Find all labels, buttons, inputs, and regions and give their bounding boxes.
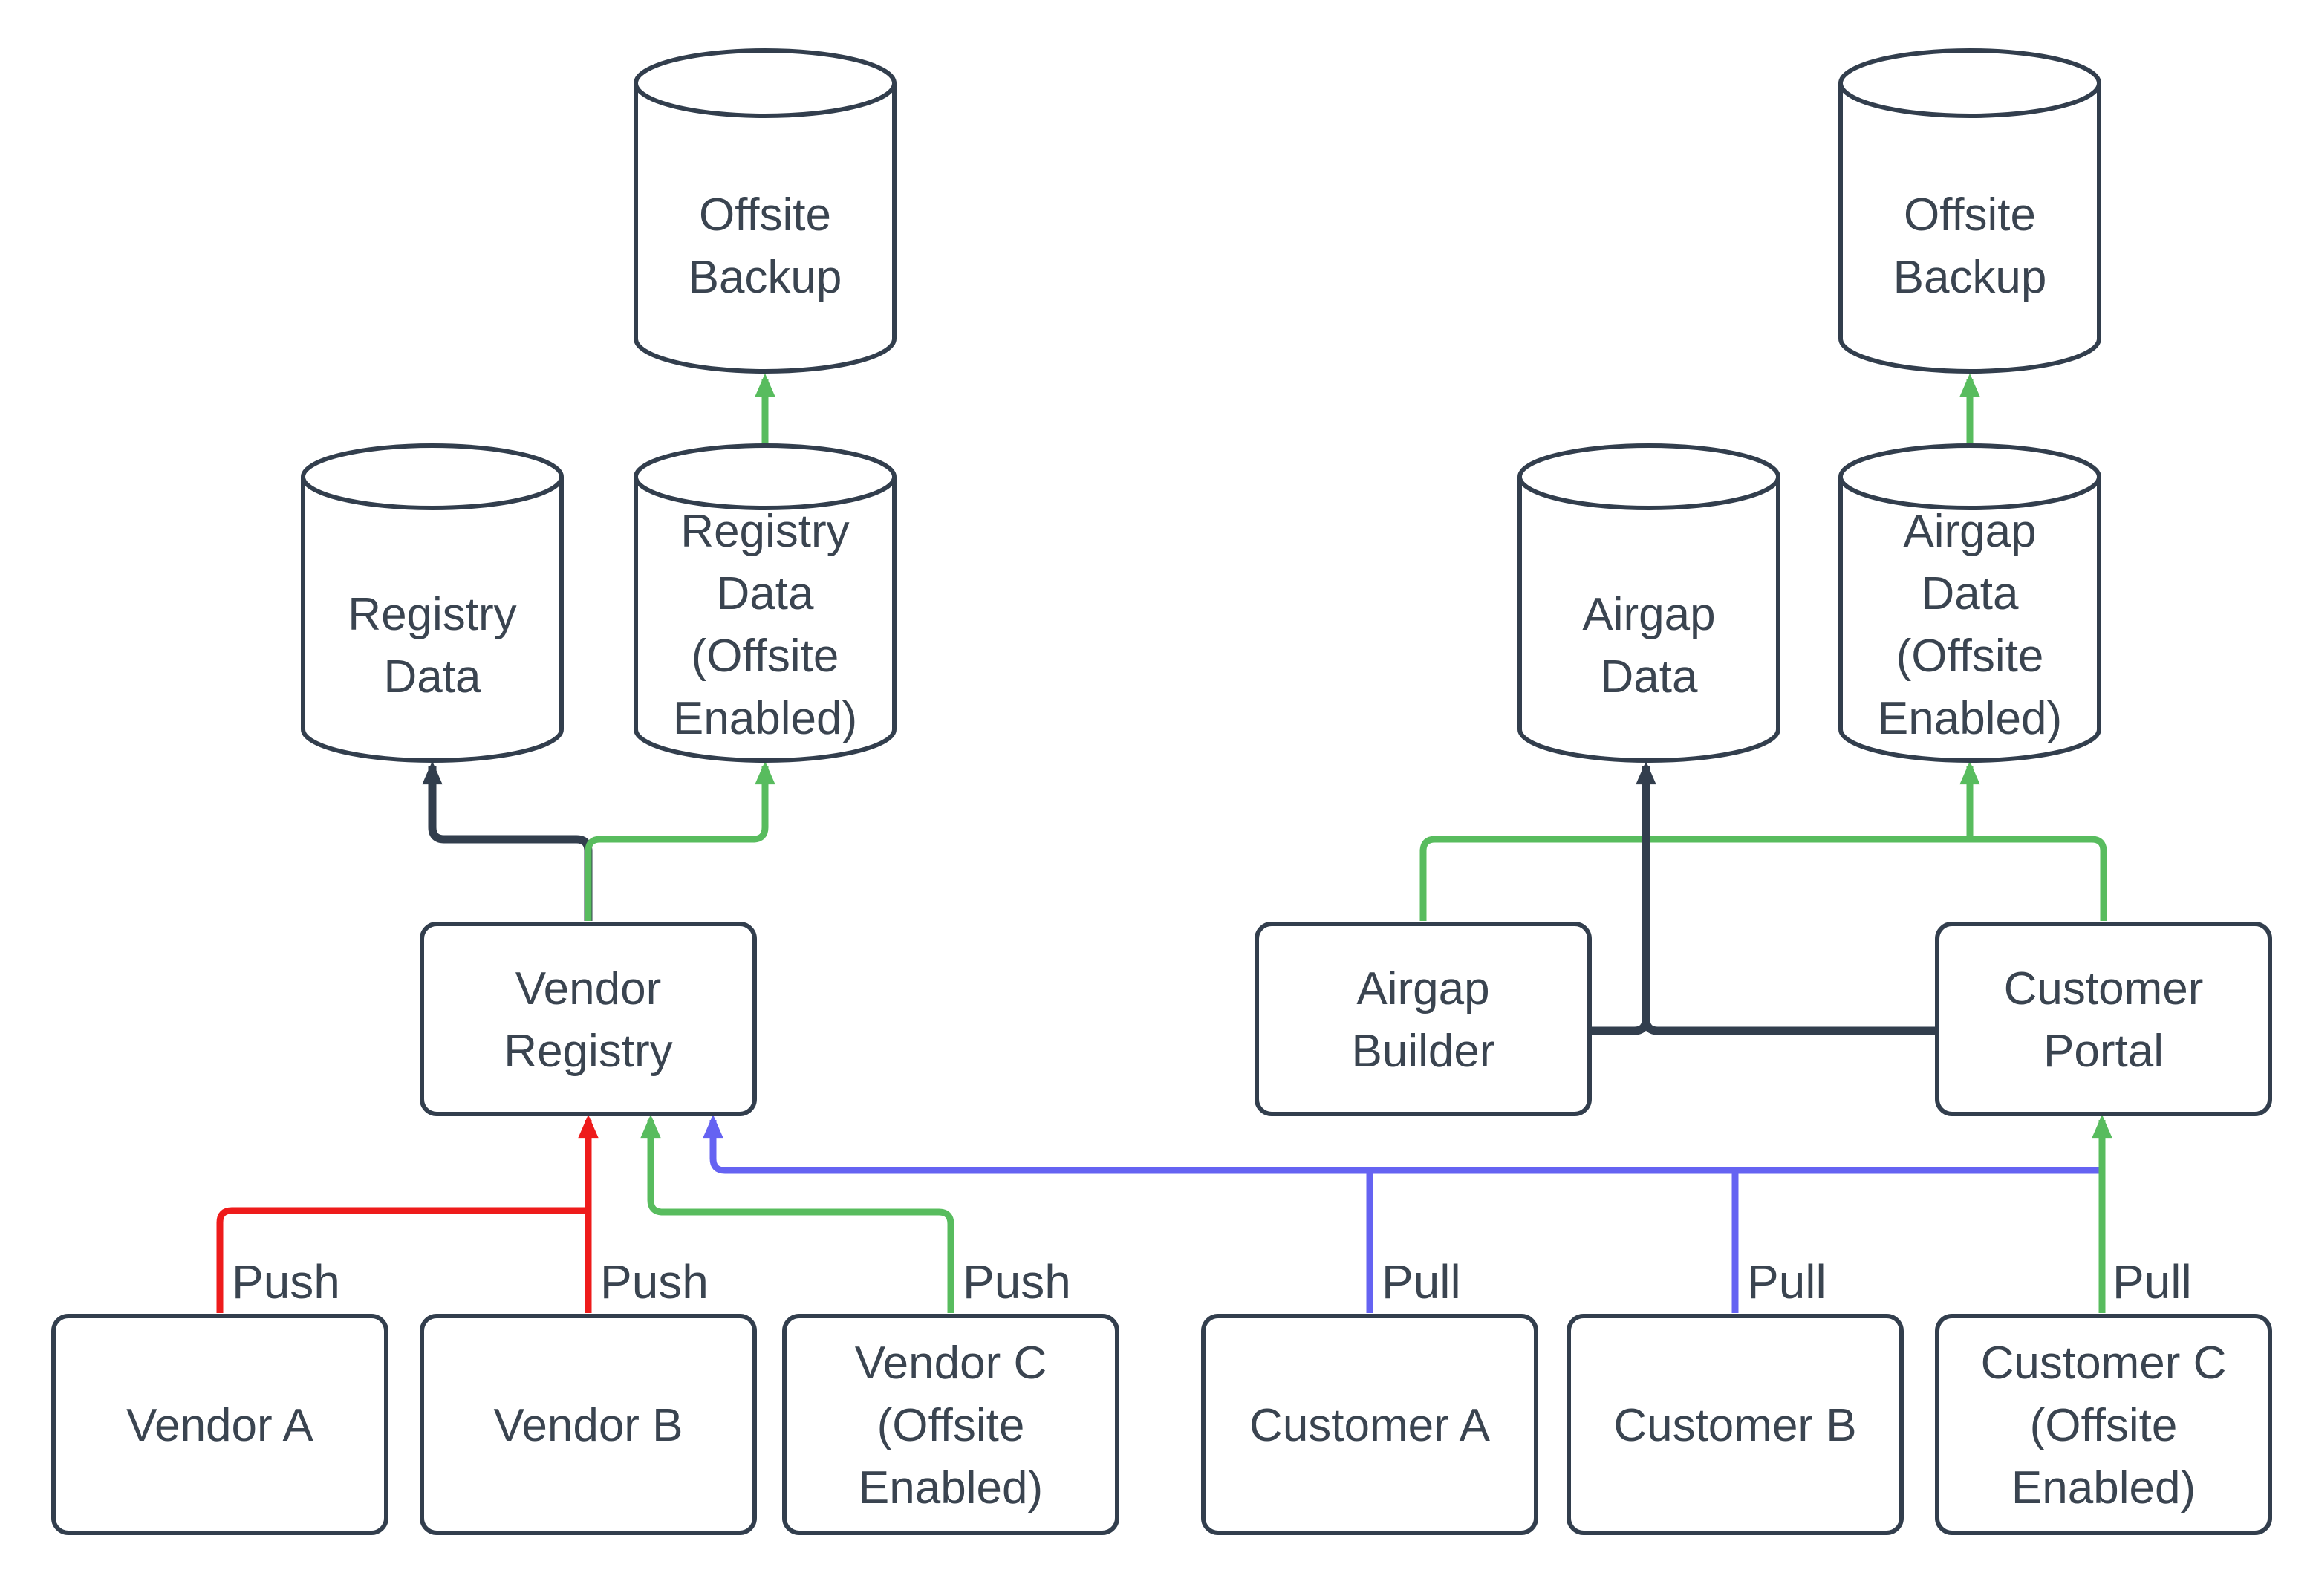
box-shape (420, 1314, 757, 1535)
node-label-line: Enabled) (673, 693, 857, 744)
cylinder-top (1838, 48, 2101, 118)
edge-group-push-red (216, 1114, 599, 1313)
node-label-line: Vendor B (493, 1400, 683, 1451)
node-label-line: (Offsite (692, 631, 839, 682)
node-label-line: Registry (504, 1026, 672, 1077)
cylinder-top (634, 48, 897, 118)
node-label-line: Offsite (1904, 189, 2036, 241)
edge-push-vendor-a (216, 1207, 585, 1313)
node-label-line: Backup (1893, 252, 2047, 303)
node-offsite-backup-left: Offsite Backup (634, 48, 897, 374)
node-label-line: Customer (2004, 963, 2204, 1014)
edge-group-internal-dark (1590, 760, 1937, 1035)
node-vendor-b: Vendor B (420, 1314, 757, 1535)
node-label-line: (Offsite (877, 1400, 1025, 1451)
box-shape (782, 1314, 1119, 1535)
edge-push-vendor-c (640, 1114, 954, 1313)
node-label-line: Vendor (515, 963, 662, 1014)
node-registry-data: Registry Data (301, 443, 564, 763)
node-label-line: Registry (680, 506, 849, 557)
cylinder-shape (301, 477, 564, 763)
edge-labels: Push Push Push Pull Pull Pull (232, 1255, 2192, 1309)
node-label-line: Data (1601, 651, 1698, 703)
box-shape (1255, 922, 1592, 1116)
cylinder-top (301, 443, 564, 510)
node-label-line: Vendor A (126, 1400, 313, 1451)
edge-group-pull (703, 1114, 2099, 1313)
node-airgap-builder: Airgap Builder (1255, 922, 1592, 1116)
box-shape (1567, 1314, 1904, 1535)
node-label-line: Data (717, 568, 814, 619)
node-label-line: Builder (1352, 1026, 1495, 1077)
edge-pull-main-to-vendor-registry (703, 1114, 2099, 1174)
node-label-line: Customer B (1613, 1400, 1856, 1451)
node-label-line: Backup (689, 252, 842, 303)
box-shape (1935, 922, 2272, 1116)
node-customer-a: Customer A (1201, 1314, 1538, 1535)
edge-label-pull-a: Pull (1382, 1255, 1461, 1309)
box-shape (1201, 1314, 1538, 1535)
cylinder-shape (634, 477, 897, 763)
edge-registry-to-registry-data-offsite (585, 760, 775, 921)
node-label-line: Enabled) (2011, 1462, 2196, 1514)
node-label-line: Airgap (1903, 506, 2036, 557)
node-label-line: (Offsite (1896, 631, 2044, 682)
edge-label-pull-b: Pull (1747, 1255, 1826, 1309)
cylinder-top (634, 443, 897, 510)
node-label-line: Airgap (1356, 963, 1489, 1014)
node-label-line: Customer C (1981, 1338, 2227, 1389)
node-registry-data-offsite: Registry Data (Offsite Enabled) (634, 443, 897, 763)
node-airgap-data-offsite: Airgap Data (Offsite Enabled) (1838, 443, 2101, 763)
node-vendor-registry: Vendor Registry (420, 922, 757, 1116)
node-label-line: Portal (2043, 1026, 2164, 1077)
edge-portal-builder-green-link (1419, 836, 2107, 921)
node-label-line: Offsite (699, 189, 831, 241)
node-vendor-a: Vendor A (51, 1314, 388, 1535)
node-label-line: Enabled) (859, 1462, 1043, 1514)
box-shape (420, 922, 757, 1116)
edge-registry-to-registry-data (422, 760, 593, 921)
node-offsite-backup-right: Offsite Backup (1838, 48, 2101, 374)
node-customer-c: Customer C (Offsite Enabled) (1935, 1314, 2272, 1535)
node-label-line: Data (1922, 568, 2019, 619)
cylinder-shape (634, 83, 897, 374)
edge-label-push-b: Push (600, 1255, 709, 1309)
node-label-line: Registry (348, 589, 516, 640)
edge-builder-portal-link (1642, 1018, 1937, 1035)
cylinder-shape (1838, 477, 2101, 763)
node-airgap-data: Airgap Data (1517, 443, 1780, 763)
node-label-line: Enabled) (1878, 693, 2062, 744)
node-vendor-c: Vendor C (Offsite Enabled) (782, 1314, 1119, 1535)
node-label-line: Airgap (1582, 589, 1715, 640)
node-customer-b: Customer B (1567, 1314, 1904, 1535)
node-label-line: (Offsite (2030, 1400, 2178, 1451)
edge-label-push-c: Push (963, 1255, 1071, 1309)
edge-label-pull-c: Pull (2112, 1255, 2192, 1309)
node-customer-portal: Customer Portal (1935, 922, 2272, 1116)
node-label-line: Data (384, 651, 481, 703)
node-label-line: Customer A (1249, 1400, 1491, 1451)
box-shape (1935, 1314, 2272, 1535)
edge-builder-to-airgap-data (1590, 760, 1656, 1035)
cylinder-shape (1517, 477, 1780, 763)
cylinder-top (1517, 443, 1780, 510)
cylinder-top (1838, 443, 2101, 510)
node-label-line: Vendor C (855, 1338, 1047, 1389)
edge-group-green (585, 373, 2112, 1313)
box-shape (51, 1314, 388, 1535)
cylinder-shape (1838, 83, 2101, 374)
edge-label-push-a: Push (232, 1255, 340, 1309)
